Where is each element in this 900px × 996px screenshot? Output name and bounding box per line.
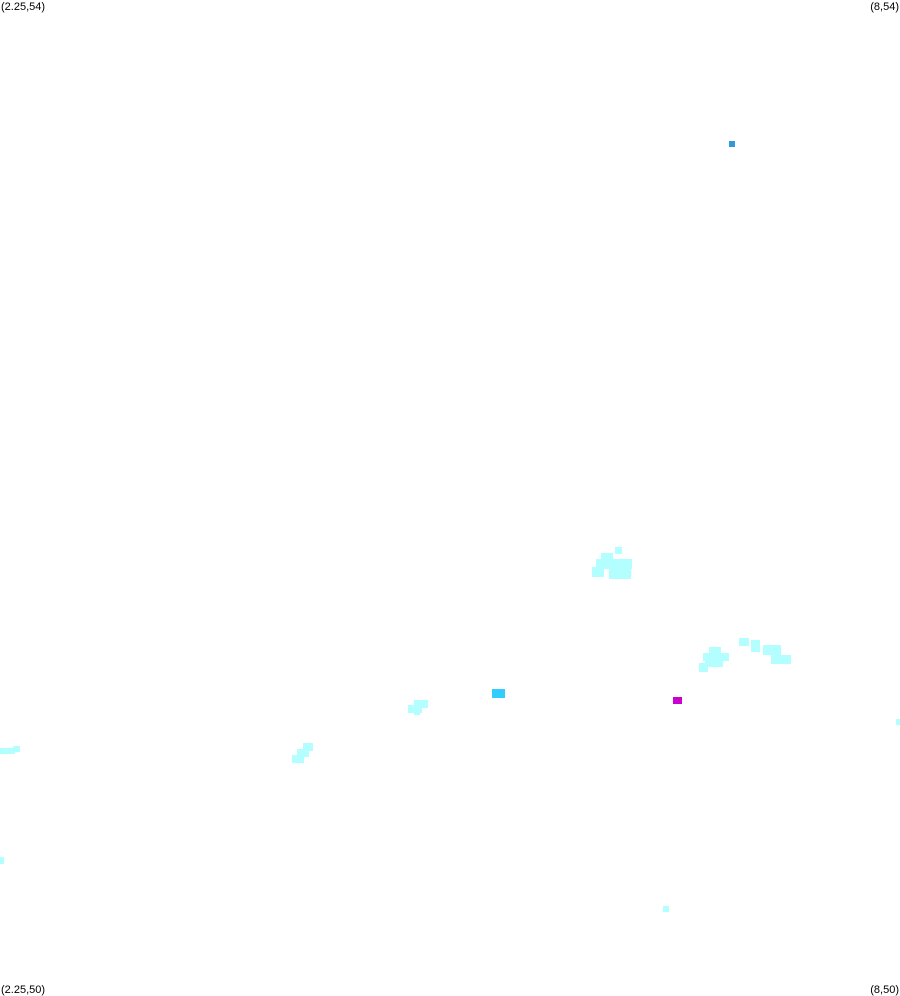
data-cluster [739,638,791,664]
data-pixel [0,857,4,864]
data-cluster [292,743,313,763]
data-cluster [699,647,729,672]
data-pixel-cyan [492,689,505,698]
corner-label-bottom-left: (2.25,50) [1,984,46,996]
data-cluster [408,700,428,715]
data-pixel [663,906,669,912]
data-cluster [0,746,20,754]
data-pixel-blue [729,141,735,147]
data-pixel-magenta [673,697,682,704]
data-cluster [592,547,632,579]
corner-label-top-left: (2.25,54) [1,1,46,13]
corner-label-bottom-right: (8,50) [870,984,899,996]
corner-label-top-right: (8,54) [870,1,899,13]
data-pixel [896,719,900,725]
